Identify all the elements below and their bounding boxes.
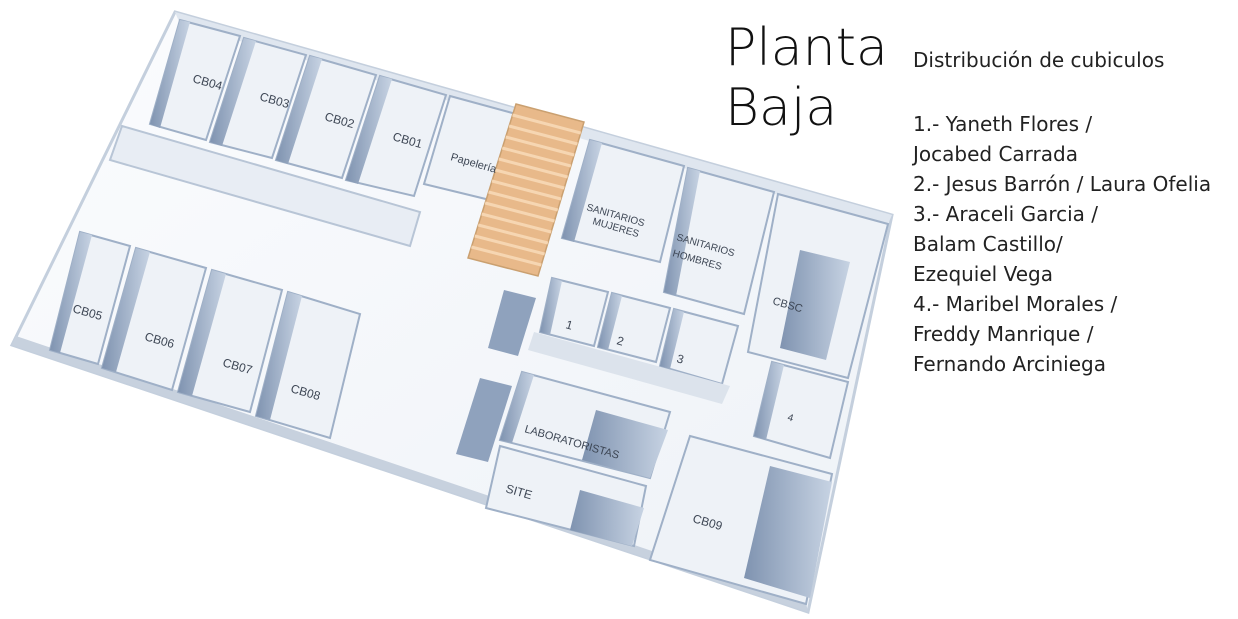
wall-shade [562,140,602,242]
title-line-1: Planta [725,18,888,78]
wall-shade [150,20,190,128]
top-cubicles [108,18,518,248]
label-cubicle-1: 1 [564,317,575,332]
stair-step [488,190,559,212]
wall-shade [346,76,392,184]
column [488,290,536,356]
label-cubicle-3: 3 [675,351,686,366]
wall-shade [276,56,322,164]
wall-shade [780,250,850,360]
stair-step [474,234,545,256]
stair-step [505,135,575,157]
stair-step [477,223,549,245]
legend-subtitle: Distribución de cubiculos [913,48,1165,72]
wall-shade [744,466,832,598]
wall-shade [102,248,150,372]
sanitarios-block [560,138,890,380]
stair-step [471,245,542,267]
assignment-line: 4.- Maribel Morales / [913,292,1118,316]
assignment-line: Ezequiel Vega [913,262,1053,286]
outer-wall-south [12,336,808,612]
stair-step [495,168,565,190]
assignment-line: Freddy Manrique / [913,322,1094,346]
column [456,378,512,462]
wall-shade [598,293,622,350]
cb09-block [648,434,834,606]
wall-shade [754,362,784,440]
stair-step [481,212,552,234]
wall-shade [664,168,700,296]
assignment-line: 3.- Araceli Garcia / [913,202,1099,226]
wall-shade [582,410,668,478]
stair-step [491,179,562,201]
stair-step [508,124,578,146]
wall-shade [500,372,534,443]
stair-step [501,146,572,168]
corridor-wall [108,124,422,248]
bottom-cubicles [48,230,362,440]
stair-step [484,201,555,223]
wall-shade [660,309,684,369]
cubicle-cb05 [48,230,132,366]
wall-shade [570,490,644,546]
cubicle-assignments-list: 1.- Yaneth Flores / Jocabed Carrada 2.- Je… [913,109,1211,379]
label-cubicle-4: 4 [786,412,795,424]
wall-shade [256,292,302,420]
title-line-2: Baja [725,78,838,138]
wall-shade [210,38,256,146]
stair-step [498,157,568,179]
partition-wall [528,332,730,404]
cubicle-cb03 [208,36,308,160]
stairs [467,103,585,277]
assignment-line: Jocabed Carrada [913,142,1078,166]
assignment-line: Balam Castillo/ [913,232,1063,256]
wall-shade [178,270,226,396]
label-cubicle-2: 2 [615,333,626,348]
assignment-line: 2.- Jesus Barrón / Laura Ofelia [913,172,1212,196]
assignment-line: Fernando Arciniega [913,352,1106,376]
wall-shade [50,232,92,353]
lab-block [456,290,672,548]
stair-step [512,113,582,135]
small-cubicles [528,276,850,460]
wall-shade [540,278,562,335]
assignment-line: 1.- Yaneth Flores / [913,112,1093,136]
